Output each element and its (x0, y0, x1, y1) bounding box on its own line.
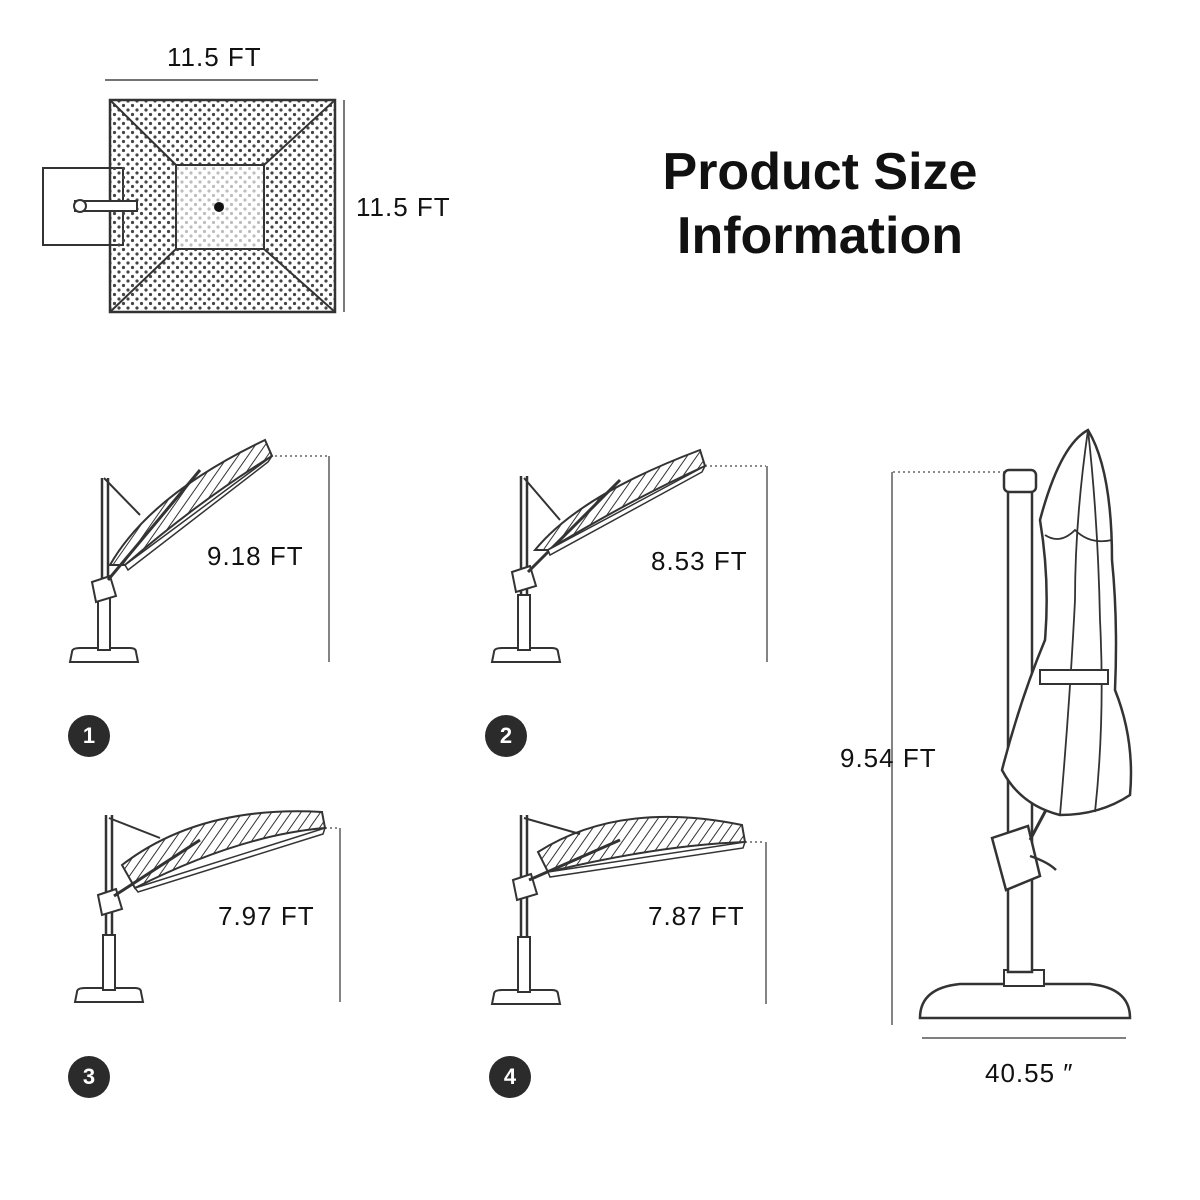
top-view-depth-label: 11.5 FT (356, 192, 451, 222)
position-4-badge: 4 (489, 1056, 531, 1098)
umbrella-position-2 (490, 448, 768, 663)
position-1-badge: 1 (68, 715, 110, 757)
top-view-canopy (42, 79, 345, 314)
umbrella-position-3 (73, 810, 341, 1003)
title-line-1: Product Size (662, 143, 978, 201)
position-1-height-label: 9.18 FT (207, 541, 304, 571)
position-2-height-label: 8.53 FT (651, 546, 748, 576)
title-line-2: Information (677, 207, 963, 265)
position-3-badge: 3 (68, 1056, 110, 1098)
umbrella-position-1 (68, 438, 330, 663)
closed-umbrella (891, 428, 1133, 1039)
center-hole (214, 202, 224, 212)
pole-cap (1002, 468, 1038, 494)
closed-height-label: 9.54 FT (840, 743, 937, 773)
base-width-label: 40.55 ″ (985, 1058, 1074, 1088)
crank-housing (990, 824, 1042, 892)
position-4-height-label: 7.87 FT (648, 901, 745, 931)
page-title: Product Size Information (560, 140, 1080, 268)
position-2-badge: 2 (485, 715, 527, 757)
canopy-strap (1039, 669, 1109, 685)
top-view-width-label: 11.5 FT (167, 42, 262, 72)
position-3-height-label: 7.97 FT (218, 901, 315, 931)
umbrella-position-4 (490, 815, 767, 1005)
